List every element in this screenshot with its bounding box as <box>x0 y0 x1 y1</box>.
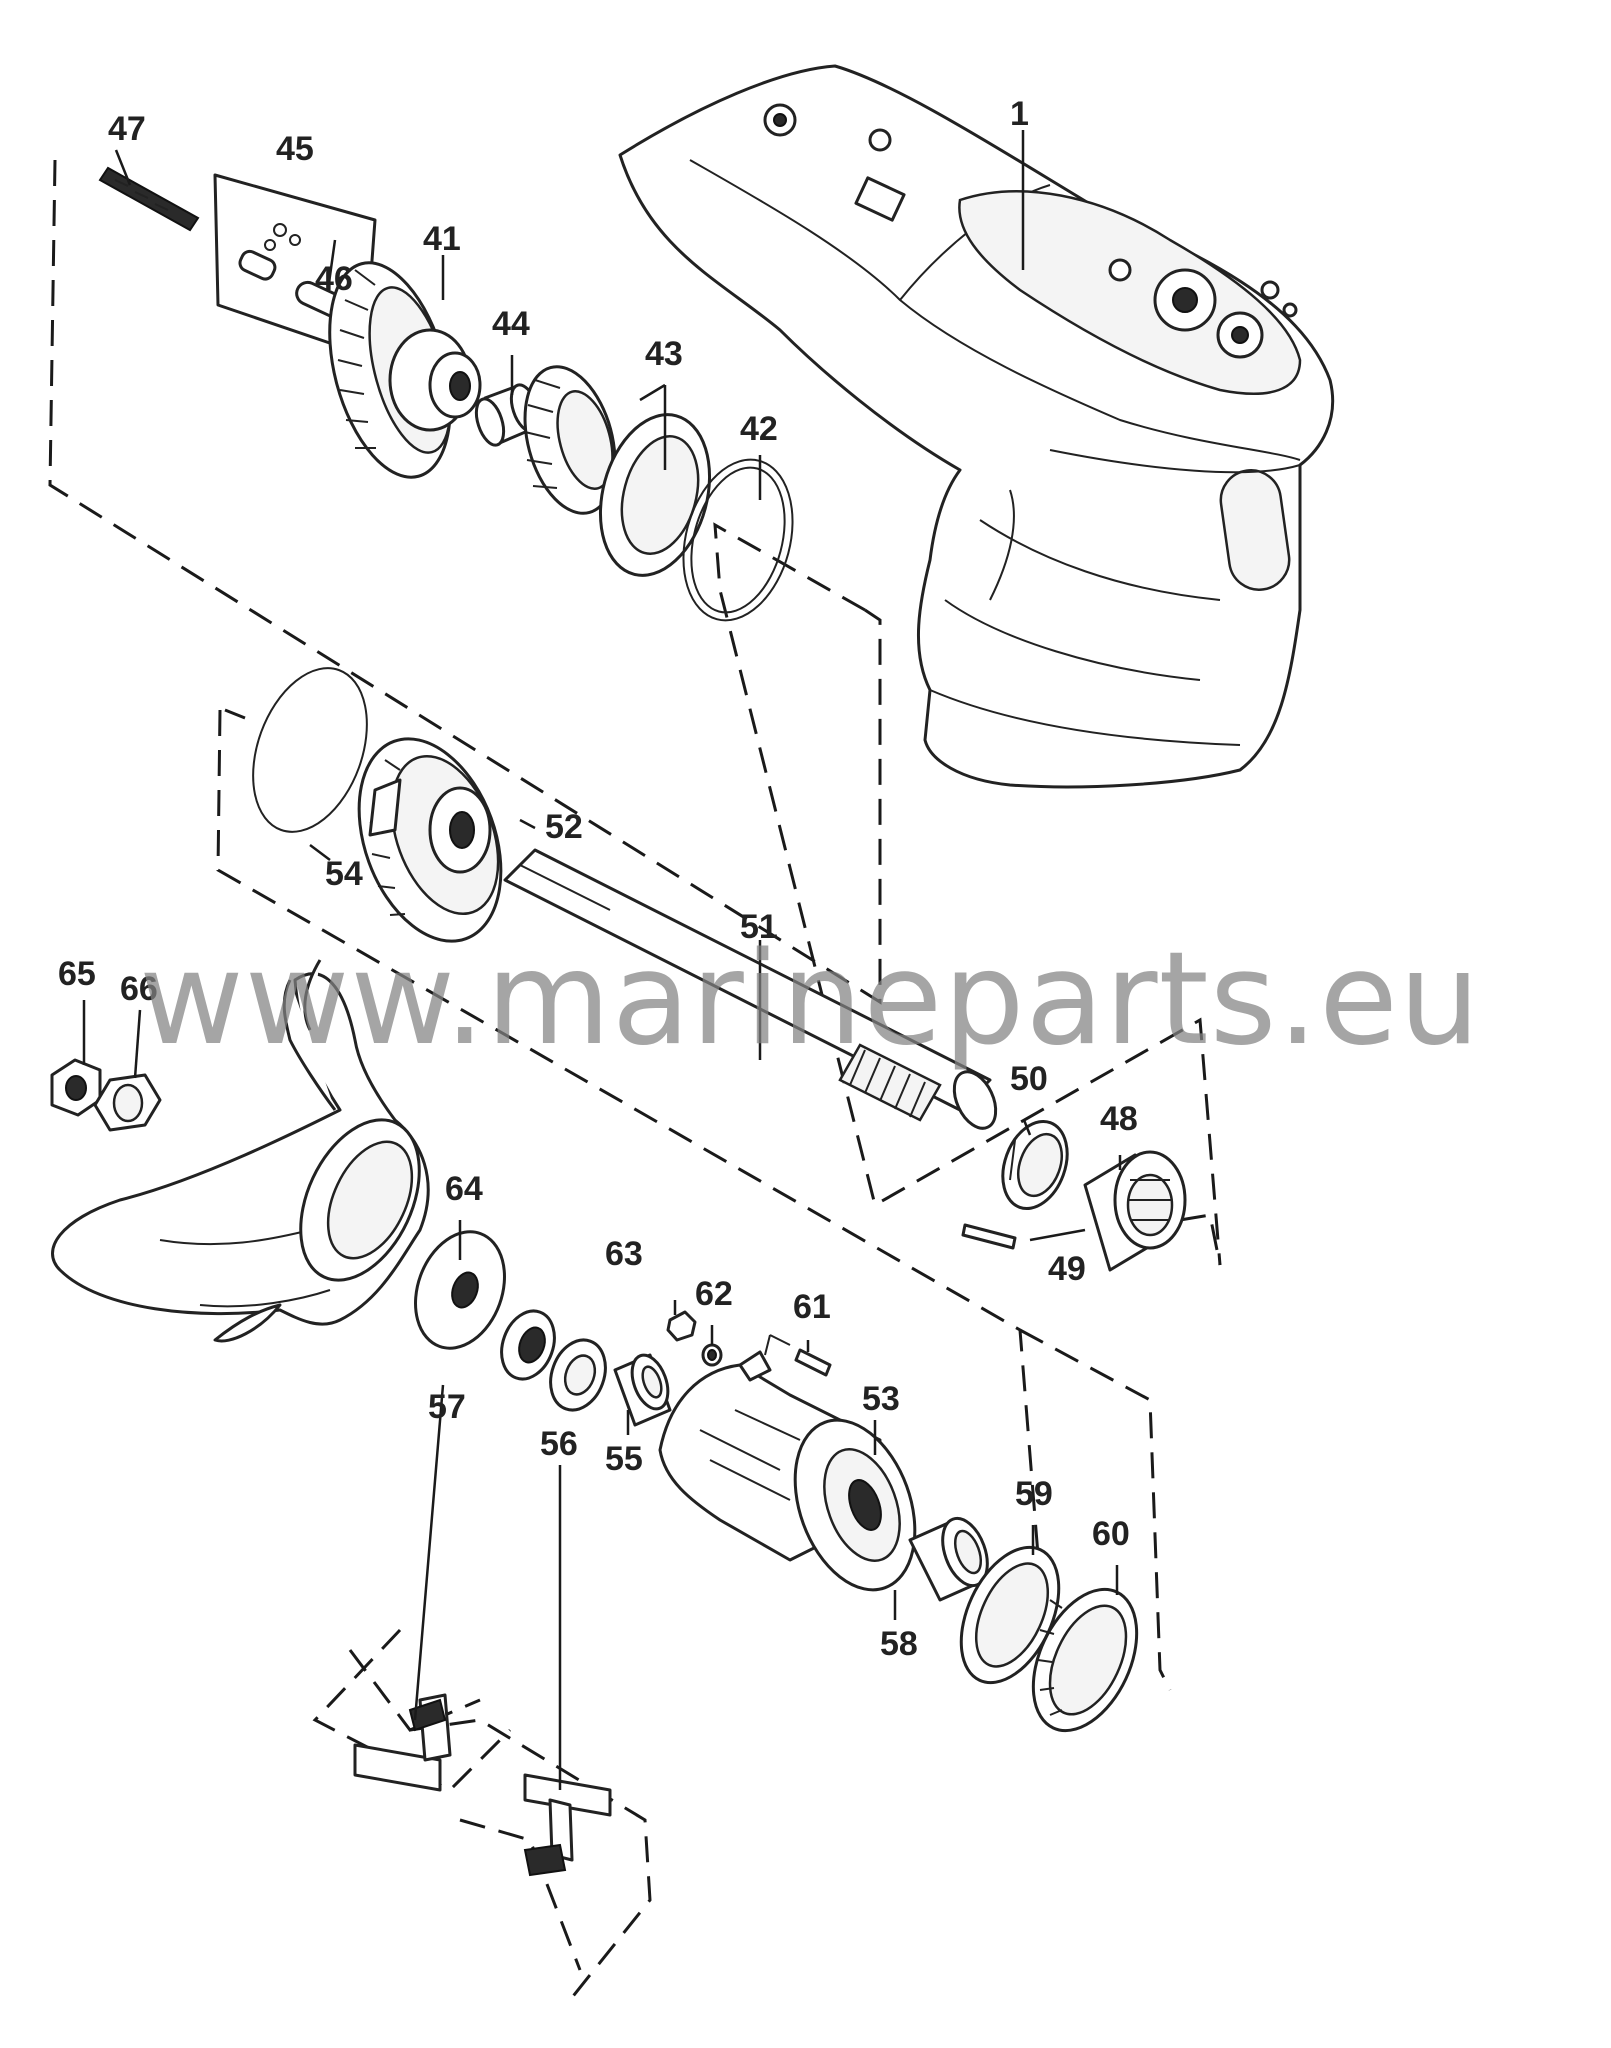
bearing-part-50 <box>1001 1119 1069 1211</box>
propeller-shaft-part-51 <box>503 848 998 1130</box>
callout-50: 50 <box>1010 1060 1048 1098</box>
pin-part-47 <box>98 166 200 232</box>
clutch-part-48 <box>1083 1150 1187 1272</box>
callout-45: 45 <box>276 130 314 168</box>
callout-66: 66 <box>120 970 158 1008</box>
detail-kit-56 <box>523 1773 612 1877</box>
reverse-gear-part-52 <box>357 737 503 943</box>
callout-53: 53 <box>862 1380 900 1418</box>
callout-56: 56 <box>540 1425 578 1463</box>
washer-part-62 <box>701 1343 723 1367</box>
callout-labels: 1 47 45 41 46 44 43 42 52 54 51 65 66 50… <box>58 95 1138 1663</box>
callout-61: 61 <box>793 1288 831 1326</box>
callout-57: 57 <box>428 1388 466 1426</box>
propeller <box>51 959 430 1343</box>
detail-kit-57 <box>353 1693 452 1792</box>
callout-48: 48 <box>1100 1100 1138 1138</box>
callout-41: 41 <box>423 220 461 258</box>
seal-part-57 <box>500 1309 556 1381</box>
callout-52: 52 <box>545 808 583 846</box>
callout-54: 54 <box>325 855 363 893</box>
callout-47: 47 <box>108 110 146 148</box>
thrust-washer-part-64 <box>414 1230 506 1350</box>
callout-42: 42 <box>740 410 778 448</box>
callout-44: 44 <box>492 305 530 343</box>
callout-63: 63 <box>605 1235 643 1273</box>
callout-55: 55 <box>605 1440 643 1478</box>
callout-43: 43 <box>645 335 683 373</box>
callout-60: 60 <box>1092 1515 1130 1553</box>
gear-housing-part-1 <box>618 64 1335 789</box>
bearing-part-58 <box>908 1516 989 1602</box>
callout-1: 1 <box>1010 95 1029 133</box>
leader-lines <box>82 130 1122 1790</box>
forward-gear-part-41 <box>328 261 482 479</box>
o-ring-part-54 <box>252 667 368 833</box>
nut-part-63 <box>666 1310 697 1342</box>
bearing-part-55 <box>613 1353 672 1427</box>
bearing-carrier-part-53 <box>658 1350 917 1592</box>
callout-49: 49 <box>1048 1250 1086 1288</box>
seal-part-56 <box>549 1338 607 1412</box>
callout-58: 58 <box>880 1625 918 1663</box>
callout-59: 59 <box>1015 1475 1053 1513</box>
tab-washer-part-66 <box>93 1073 162 1132</box>
pin-part-49 <box>961 1223 1017 1250</box>
tapered-bearing-part-43 <box>523 365 712 577</box>
callout-46: 46 <box>315 260 353 298</box>
thrust-bearing-part-60 <box>1031 1587 1139 1733</box>
callout-64: 64 <box>445 1170 483 1208</box>
callout-51: 51 <box>740 908 778 946</box>
callout-62: 62 <box>695 1275 733 1313</box>
callout-65: 65 <box>58 955 96 993</box>
propeller-nut-part-65 <box>50 1058 102 1117</box>
thrust-washer-part-59 <box>959 1545 1061 1685</box>
stud-part-61 <box>764 1334 832 1377</box>
